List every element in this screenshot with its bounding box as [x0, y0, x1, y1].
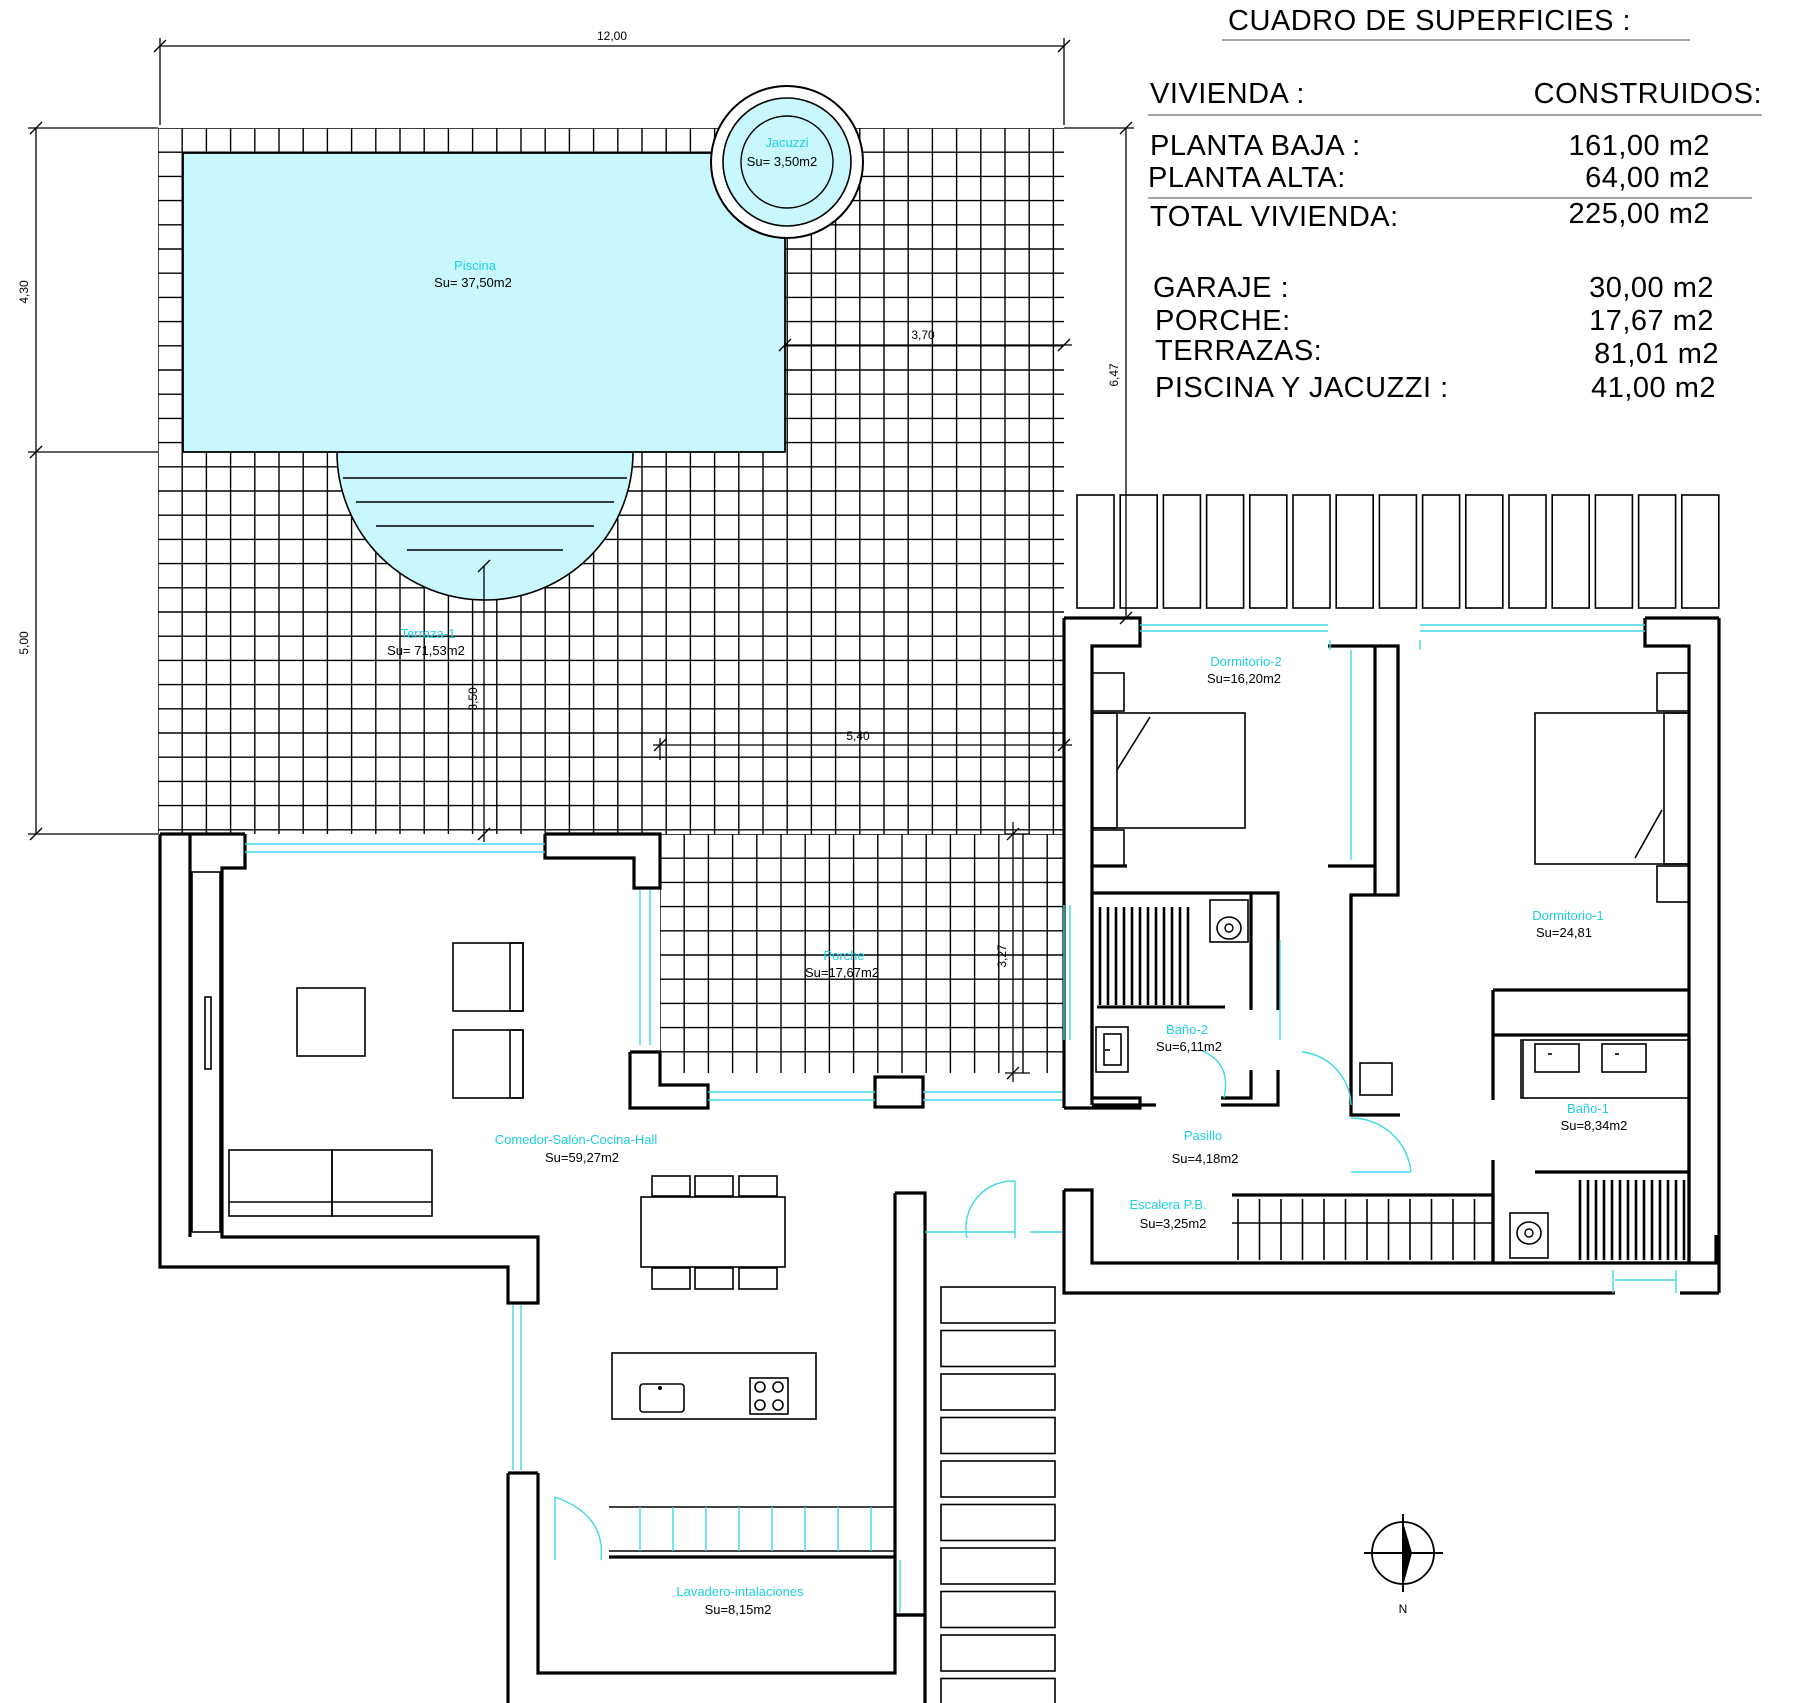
dim-porch-depth: 3,27	[995, 944, 1009, 968]
compass-label: N	[1399, 1602, 1408, 1616]
stepping-stone	[940, 1590, 1056, 1629]
bano1-area: Su=8,34m2	[1561, 1118, 1628, 1133]
areas-table: CUADRO DE SUPERFICIES : VIVIENDA : CONST…	[1148, 5, 1762, 404]
terrace-slat	[1292, 494, 1331, 609]
terraza-area: Su= 71,53m2	[387, 643, 465, 658]
dim-pool-edge: 3,70	[911, 328, 935, 342]
salon-label: Comedor-Salón-Cocina-Hall	[495, 1132, 658, 1147]
north-compass-icon	[1364, 1514, 1443, 1592]
porch-tile-grid	[660, 834, 1064, 1073]
terrace-slat	[1335, 494, 1374, 609]
stepping-stone	[940, 1677, 1056, 1703]
stepping-stone	[940, 1286, 1056, 1324]
terrace-slat	[1637, 494, 1677, 609]
dim-right-height: 6,47	[1107, 363, 1121, 387]
terrace-slat	[1249, 494, 1288, 609]
areas-header-left: VIVIENDA :	[1150, 78, 1305, 110]
row-planta-alta-label: PLANTA ALTA:	[1148, 162, 1346, 194]
dormitorio1-area: Su=24,81	[1536, 925, 1592, 940]
east-wing-fixtures	[1091, 672, 1690, 1260]
west-wing-walls	[158, 832, 1064, 1703]
salon-area: Su=59,27m2	[545, 1150, 619, 1165]
areas-table-title: CUADRO DE SUPERFICIES :	[1228, 5, 1631, 37]
row-garaje-value: 30,00 m2	[1589, 272, 1714, 304]
row-piscina-value: 41,00 m2	[1591, 372, 1716, 404]
terrace-slat	[1508, 494, 1547, 609]
lavadero-area: Su=8,15m2	[705, 1602, 772, 1617]
stepping-stone	[940, 1416, 1056, 1455]
dormitorio2-area: Su=16,20m2	[1207, 671, 1281, 686]
stepping-stone	[940, 1634, 1056, 1672]
row-garaje-label: GARAJE :	[1153, 272, 1289, 304]
stepping-stone	[940, 1460, 1056, 1498]
dim-left-upper: 4,30	[17, 280, 31, 304]
row-planta-baja-label: PLANTA BAJA :	[1150, 130, 1361, 162]
lavadero-label: Lavadero-intalaciones	[676, 1584, 804, 1599]
escalera-area: Su=3,25m2	[1140, 1216, 1207, 1231]
row-porche-value: 17,67 m2	[1589, 305, 1714, 337]
terraza-label: Terraza-1	[401, 626, 456, 641]
terrace-slat	[1594, 494, 1634, 609]
dim-porch-width: 5,40	[846, 729, 870, 743]
terrace-slat	[1465, 494, 1504, 609]
piscina-label: Piscina	[454, 258, 497, 273]
stepping-stone	[940, 1329, 1056, 1368]
row-piscina-label: PISCINA Y JACUZZI :	[1155, 372, 1449, 404]
jacuzzi-area: Su= 3,50m2	[747, 154, 817, 169]
terrace-slat	[1205, 494, 1245, 609]
bano2-area: Su=6,11m2	[1156, 1039, 1222, 1054]
terrace-slat	[1421, 494, 1461, 609]
pasillo-label: Pasillo	[1184, 1128, 1222, 1143]
row-total-value: 225,00 m2	[1568, 198, 1710, 230]
dormitorio2-label: Dormitorio-2	[1210, 654, 1282, 669]
dimension-labels: 12,00 4,30 5,00 6,47 3,70 3,50 5,40 3,27…	[17, 29, 1407, 1616]
terrace-slat	[1681, 494, 1720, 609]
areas-header-right: CONSTRUIDOS:	[1534, 78, 1762, 110]
row-terrazas-label: TERRAZAS:	[1155, 335, 1322, 367]
dim-terrace-depth: 3,50	[466, 687, 480, 711]
dormitorio1-label: Dormitorio-1	[1532, 908, 1604, 923]
terrace-slat	[1162, 494, 1202, 609]
room-labels: Jacuzzi Su= 3,50m2 Piscina Su= 37,50m2 T…	[387, 135, 1627, 1617]
bano2-label: Baño-2	[1166, 1022, 1208, 1037]
stepping-stone	[940, 1547, 1056, 1585]
piscina-area: Su= 37,50m2	[434, 275, 512, 290]
salon-furniture	[228, 942, 817, 1420]
east-wing-walls	[1062, 616, 1721, 1295]
porche-area: Su=17,67m2	[805, 965, 879, 980]
escalera-label: Escalera P.B.	[1129, 1197, 1206, 1212]
porche-label: Porche	[823, 948, 864, 963]
bano1-label: Baño-1	[1567, 1101, 1609, 1116]
stepping-stone	[940, 1503, 1056, 1542]
row-planta-baja-value: 161,00 m2	[1568, 130, 1710, 162]
row-total-label: TOTAL VIVIENDA:	[1150, 201, 1399, 233]
row-porche-label: PORCHE:	[1155, 305, 1291, 337]
dim-left-lower: 5,00	[17, 631, 31, 655]
jacuzzi-label: Jacuzzi	[765, 135, 808, 150]
dimension-lines	[28, 38, 1134, 1082]
row-planta-alta-value: 64,00 m2	[1585, 162, 1710, 194]
dim-top-width: 12,00	[597, 29, 627, 43]
terrace-slat	[1076, 494, 1115, 609]
stepping-stone	[940, 1373, 1056, 1411]
bedroom-terrace-slats	[1076, 494, 1720, 609]
terrace-slat	[1551, 494, 1590, 609]
pool	[182, 152, 786, 601]
jacuzzi	[710, 85, 864, 239]
stepping-stones	[940, 1286, 1056, 1703]
terrace-slat	[1378, 494, 1418, 609]
pasillo-area: Su=4,18m2	[1172, 1151, 1239, 1166]
row-terrazas-value: 81,01 m2	[1594, 338, 1719, 370]
